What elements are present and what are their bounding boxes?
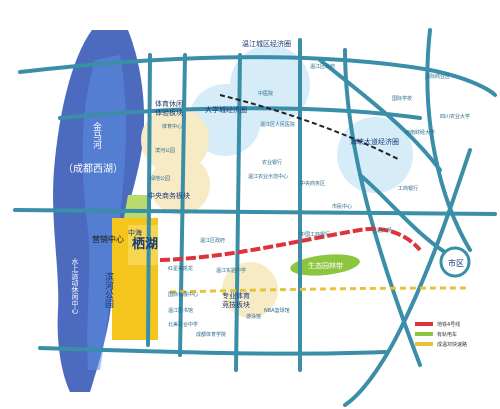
poi-1: 国际商业区 xyxy=(425,73,450,80)
poi-19: 温江图书馆 xyxy=(168,307,193,314)
legend-tram-label: 有轨电车 xyxy=(437,331,457,338)
sports-leisure-2-label: 体验板块 xyxy=(155,108,183,117)
poi-2: 温江区政府 xyxy=(310,63,335,70)
legend-metro-swatch xyxy=(415,322,433,326)
project-name-label: 栖湖 xyxy=(132,236,158,252)
poi-9: 中央商务区 xyxy=(300,180,325,187)
wenjiang-city-economy-label: 温江城区经济圈 xyxy=(242,39,291,48)
ecology-belt xyxy=(290,254,360,276)
sports-leisure-label: 体育休闲 xyxy=(155,99,183,108)
poi-10: 温江区人民医院 xyxy=(260,121,295,128)
poi-18: 国际会展中心 xyxy=(168,291,198,298)
poi-23: 成都体育学院 xyxy=(196,331,226,338)
sports-leisure-center-label: 水上运动休闲中心 xyxy=(71,257,79,314)
legend-rail-swatch xyxy=(415,342,433,346)
zone-circle-3 xyxy=(337,117,413,193)
poi-5: 中医院 xyxy=(258,90,273,97)
rail-line-2 xyxy=(219,94,401,161)
legend-rail-label: 成温邛快速路 xyxy=(437,341,467,348)
ecology-belt-label: 生态园林带 xyxy=(308,261,343,270)
poi-25: 万达广场 xyxy=(372,227,392,234)
zone-glow-2 xyxy=(150,155,210,215)
sports-culture-label: 专业体育 xyxy=(222,291,250,300)
poi-8: 西南财经大学 xyxy=(405,129,435,136)
marketing-center-label: 营销中心 xyxy=(92,234,124,244)
poi-14: 滨河公园 xyxy=(155,147,175,154)
haixia-economy-label: 海峡大道经济圈 xyxy=(350,137,399,146)
sports-culture-2-label: 竞技板块 xyxy=(222,300,250,309)
poi-15: 体育中心 xyxy=(162,123,182,130)
rail-line xyxy=(169,286,471,294)
poi-12: 中国工商银行 xyxy=(300,231,330,238)
legend xyxy=(415,322,433,346)
poi-7: 温江农业示范中心 xyxy=(248,173,288,180)
poi-26: 市民中心 xyxy=(332,203,352,210)
poi-22: NBA篮球馆 xyxy=(264,307,290,314)
poi-17: 红星美凯龙 xyxy=(168,265,193,272)
city-area-circle xyxy=(439,246,471,278)
poi-4: 四川农业大学 xyxy=(440,113,470,120)
legend-metro-label: 地铁4号线 xyxy=(437,321,460,328)
poi-11: 工商银行 xyxy=(398,185,418,192)
poi-16: 温江区政府 xyxy=(200,237,225,244)
poi-13: 农业银行 xyxy=(262,159,282,166)
jinma-river-label: 金马河 xyxy=(91,121,102,149)
poi-6: 绿地公园 xyxy=(150,175,170,182)
road-network xyxy=(13,28,497,407)
metro-line xyxy=(159,226,422,262)
project-block-inner xyxy=(128,225,158,265)
zone-glow-1 xyxy=(141,106,209,174)
poi-3: 国际学校 xyxy=(392,95,412,102)
project-developer-label: 中海 xyxy=(128,228,142,237)
central-business-label: 中央商务板块 xyxy=(148,191,190,200)
poi-24: 温江实验中学 xyxy=(216,267,246,274)
legend-tram-swatch xyxy=(415,332,433,336)
west-lake-label: （成都西湖） xyxy=(63,163,123,175)
university-economy-label: 大学城经济圈 xyxy=(205,105,247,114)
city-area-label: 市区 xyxy=(448,258,464,268)
poi-20: 北美联合中学 xyxy=(168,321,198,328)
poi-21: 游泳馆 xyxy=(246,313,261,320)
binhe-park-label: 滨河公园 xyxy=(103,271,114,309)
